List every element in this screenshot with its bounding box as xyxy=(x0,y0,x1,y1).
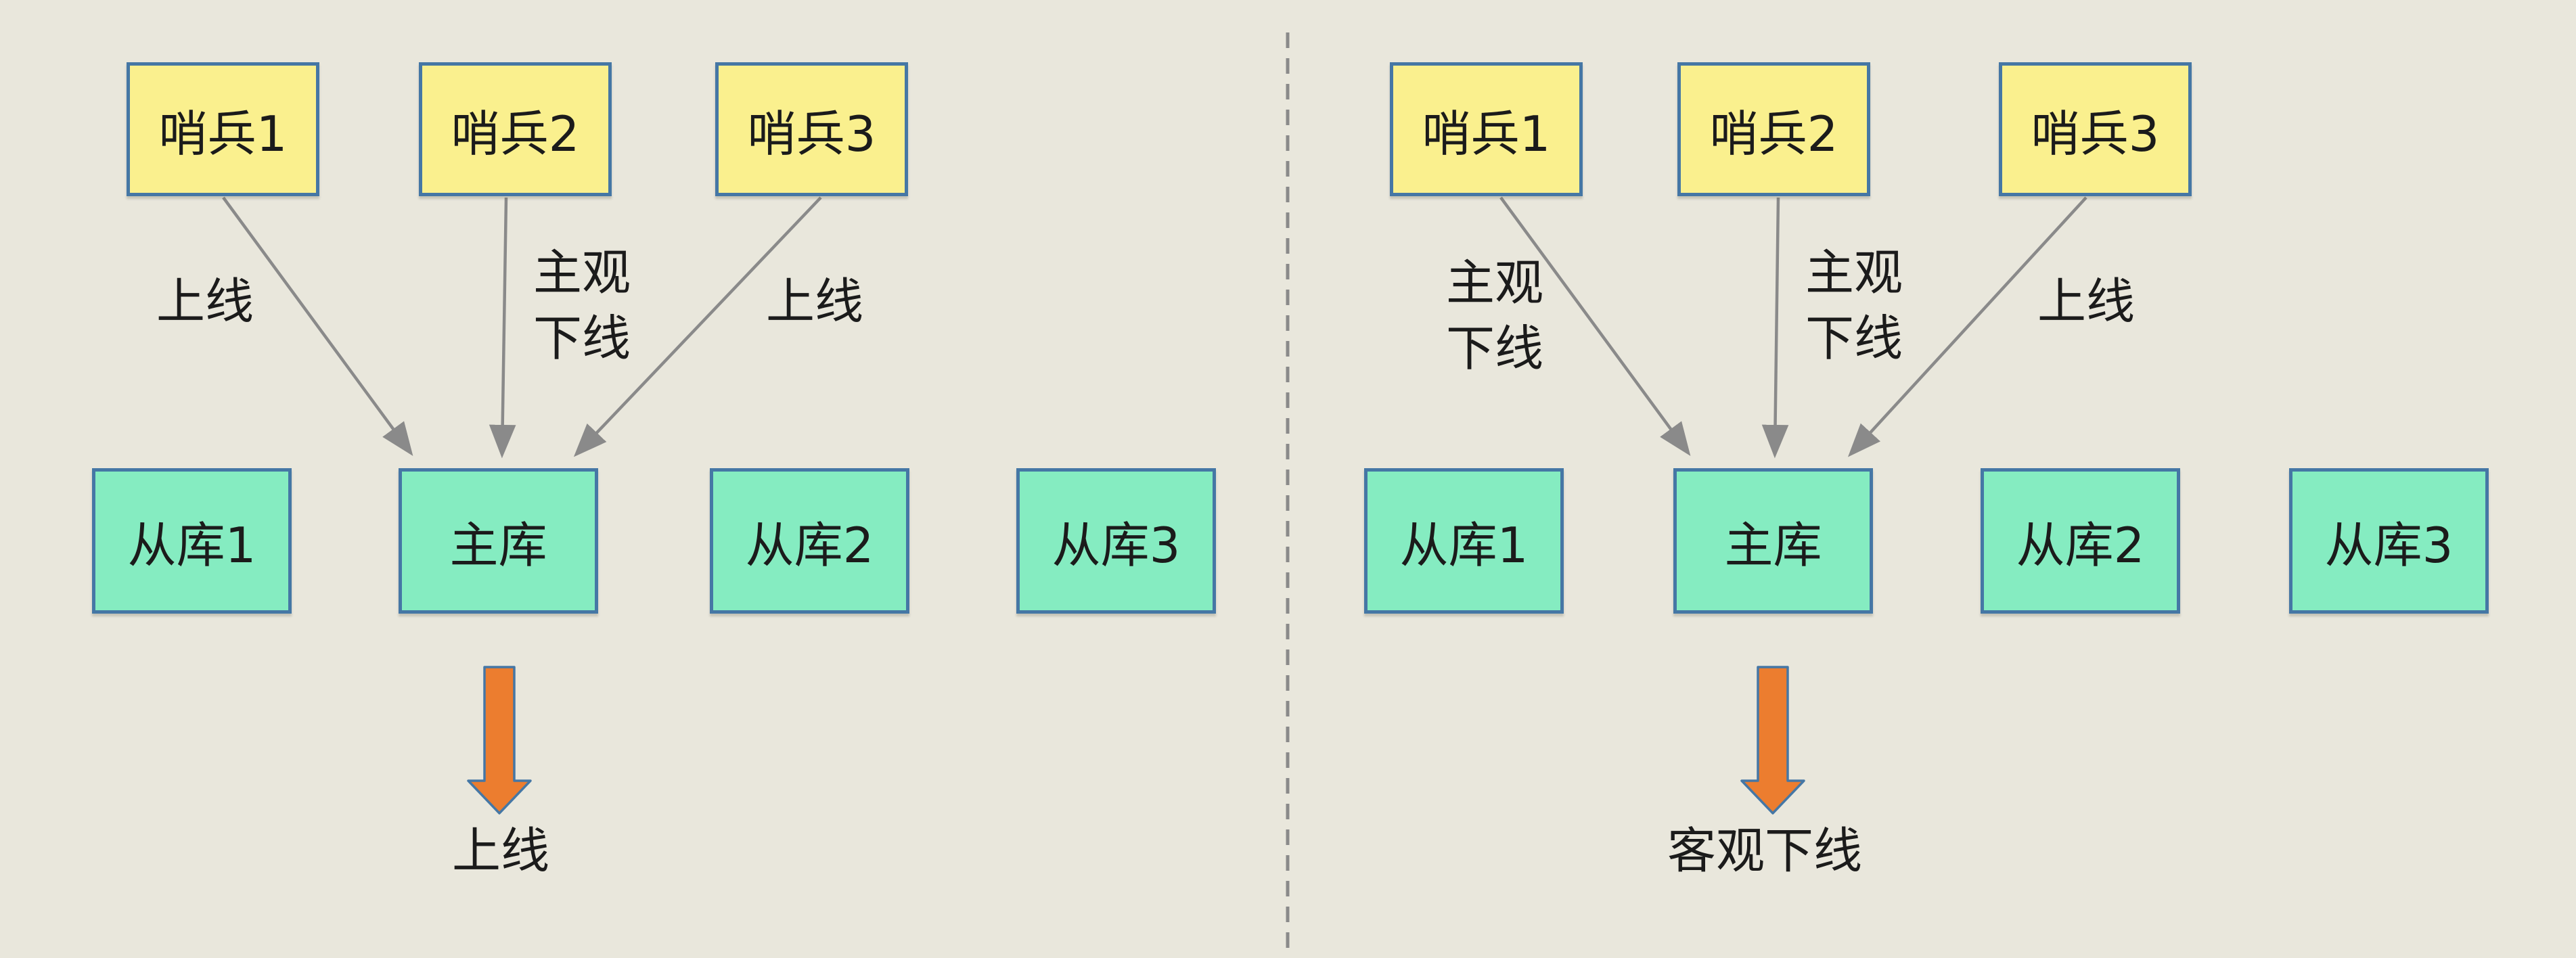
right-big-down-arrow-icon xyxy=(1740,666,1805,815)
right-db-slave-1-label: 从库1 xyxy=(1399,517,1529,574)
left-sentinel-1-label: 哨兵1 xyxy=(158,105,288,162)
left-db-slave-2-label: 从库2 xyxy=(745,517,874,574)
right-edge-label-2: 主观 下线 xyxy=(1805,244,1903,367)
right-db-slave-1: 从库1 xyxy=(1364,468,1564,614)
left-sentinel-3-label: 哨兵3 xyxy=(747,105,876,162)
right-db-slave-2-label: 从库2 xyxy=(2016,517,2145,574)
left-db-slave-3: 从库3 xyxy=(1016,468,1216,614)
right-edge-label-3: 上线 xyxy=(2037,273,2136,330)
left-sentinel-2-label: 哨兵2 xyxy=(451,105,580,162)
left-db-master-label: 主库 xyxy=(449,517,547,574)
left-result-label: 上线 xyxy=(451,822,550,880)
right-db-master-label: 主库 xyxy=(1724,517,1822,574)
right-connector-arrow-3 xyxy=(1847,196,2087,457)
right-sentinel-3: 哨兵3 xyxy=(1999,62,2192,196)
left-sentinel-2: 哨兵2 xyxy=(419,62,612,196)
left-edge-label-3: 上线 xyxy=(765,273,864,330)
right-sentinel-1: 哨兵1 xyxy=(1390,62,1583,196)
right-sentinel-2: 哨兵2 xyxy=(1677,62,1870,196)
right-sentinel-3-label: 哨兵3 xyxy=(2031,105,2160,162)
left-sentinel-1: 哨兵1 xyxy=(127,62,319,196)
right-sentinel-1-label: 哨兵1 xyxy=(1422,105,1551,162)
left-edge-label-2: 主观 下线 xyxy=(533,244,631,367)
right-db-slave-3: 从库3 xyxy=(2289,468,2489,614)
right-connector-arrow-1 xyxy=(1499,196,1691,456)
right-edge-label-1: 主观 下线 xyxy=(1445,254,1544,377)
right-result-label: 客观下线 xyxy=(1667,822,1863,880)
left-sentinel-3: 哨兵3 xyxy=(715,62,908,196)
left-connector-arrow-2 xyxy=(489,197,516,459)
left-db-slave-2: 从库2 xyxy=(710,468,909,614)
left-db-slave-1-label: 从库1 xyxy=(127,517,256,574)
left-connector-arrow-1 xyxy=(222,196,413,456)
right-sentinel-2-label: 哨兵2 xyxy=(1709,105,1838,162)
right-db-slave-2: 从库2 xyxy=(1981,468,2180,614)
left-db-slave-3-label: 从库3 xyxy=(1052,517,1181,574)
right-db-master: 主库 xyxy=(1673,468,1873,614)
left-db-master: 主库 xyxy=(399,468,598,614)
left-db-slave-1: 从库1 xyxy=(92,468,292,614)
left-big-down-arrow-icon xyxy=(467,666,532,815)
left-edge-label-1: 上线 xyxy=(156,273,254,330)
left-connector-arrow-3 xyxy=(573,196,822,457)
right-db-slave-3-label: 从库3 xyxy=(2324,517,2454,574)
right-connector-arrow-2 xyxy=(1761,197,1789,459)
